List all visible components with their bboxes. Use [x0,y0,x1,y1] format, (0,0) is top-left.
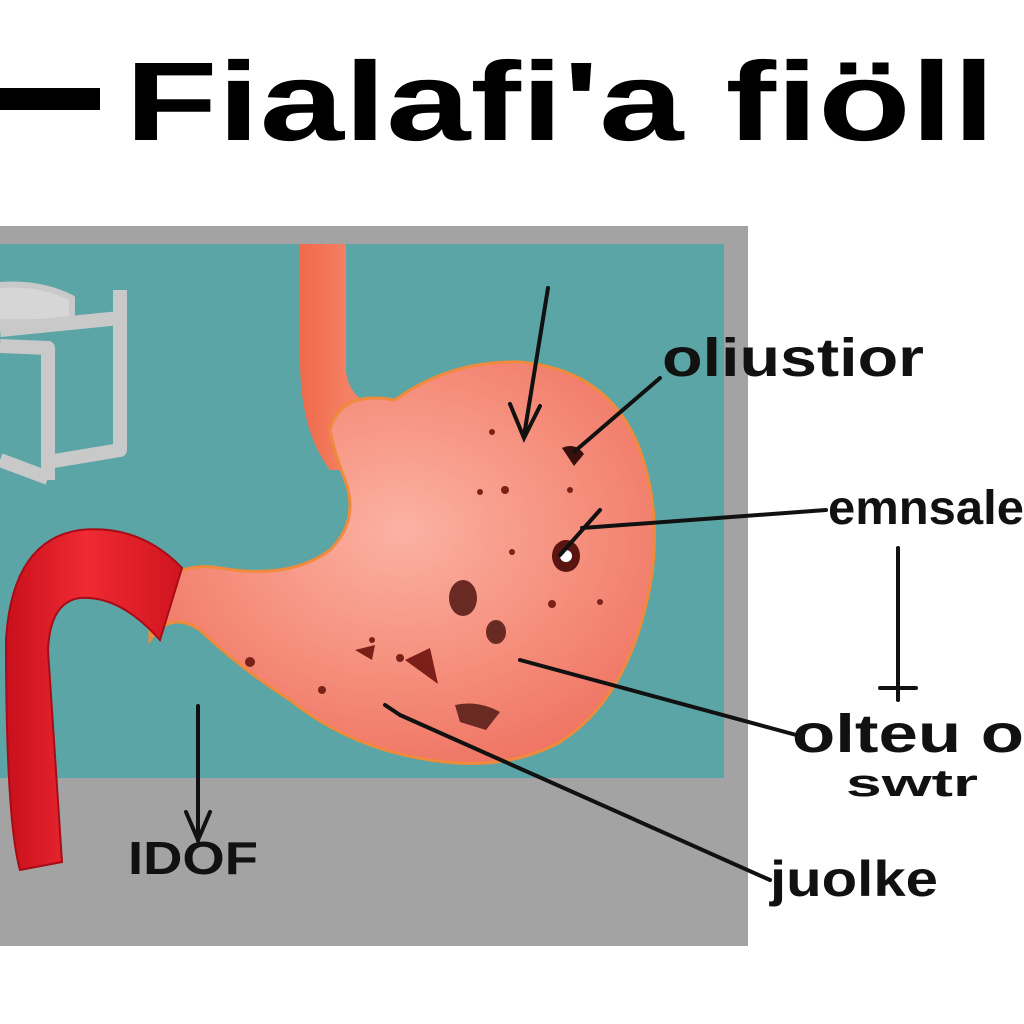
title-dash [0,88,100,110]
table-illustration [0,281,127,485]
pointer-lines [184,286,918,882]
duodenum [4,528,184,872]
label-top-right: oliustior [662,328,924,388]
stomach-lesions [245,429,603,730]
label-middle-right: emnsale [828,482,1024,535]
label-bottom-left: IDOF [128,832,258,884]
label-lower-right-line1: olteu o [792,704,1024,764]
label-lower-right-line2: swtr [846,763,978,805]
label-bottom-right: juolke [769,851,938,907]
diagram-title: Fialafi'a fiöll [125,39,995,164]
